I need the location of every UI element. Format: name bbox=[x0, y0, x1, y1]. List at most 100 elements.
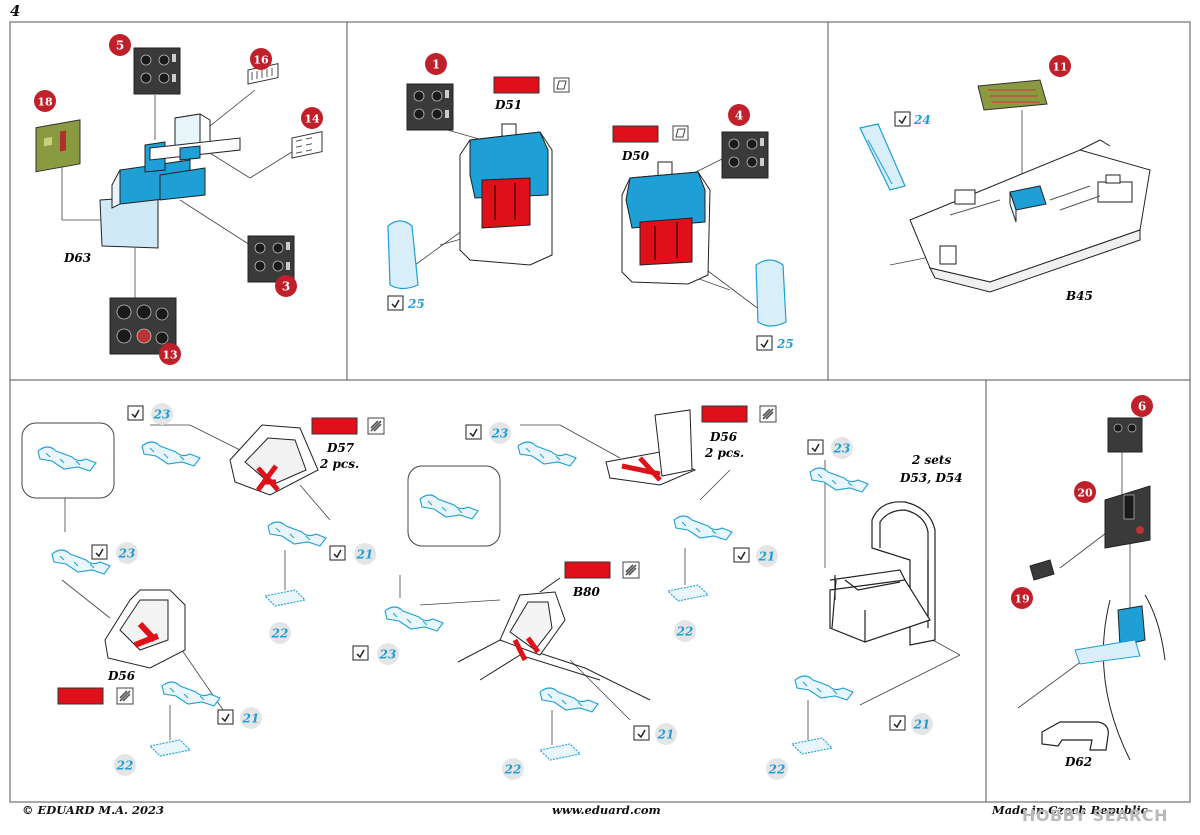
belt-21 bbox=[539, 687, 599, 713]
callout-21-b: 21 bbox=[217, 707, 262, 729]
paint-swatch-d57 bbox=[311, 417, 358, 435]
part-label-d56-left: D56 bbox=[107, 669, 136, 683]
callout-21-c: 21 bbox=[733, 545, 778, 567]
svg-text:1: 1 bbox=[432, 58, 440, 72]
part-label-d57: D57 bbox=[326, 441, 355, 455]
belt-23 bbox=[141, 441, 201, 467]
svg-text:21: 21 bbox=[758, 550, 776, 564]
qty-d56-right: 2 pcs. bbox=[704, 446, 744, 460]
step-badge-5: 5 bbox=[109, 34, 131, 56]
belt-21 bbox=[161, 681, 221, 707]
step-badge-4: 4 bbox=[728, 104, 750, 126]
svg-text:6: 6 bbox=[1138, 400, 1146, 414]
instrument-panel-1 bbox=[406, 83, 454, 131]
callout-25-left: 25 bbox=[407, 297, 425, 311]
svg-text:23: 23 bbox=[118, 547, 136, 561]
footer-website[interactable]: www.eduard.com bbox=[552, 803, 661, 817]
pe-part-19 bbox=[1029, 559, 1055, 581]
part-label-b80: B80 bbox=[572, 585, 600, 599]
pad-22 bbox=[149, 739, 191, 757]
footer-copyright: © EDUARD M.A. 2023 bbox=[22, 803, 165, 817]
belt-21 bbox=[794, 675, 854, 701]
panel-5-side-console: D62 6 20 19 bbox=[1011, 395, 1166, 769]
callout-24: 24 bbox=[913, 113, 931, 127]
panel-frames bbox=[9, 21, 1191, 803]
belt-23 bbox=[384, 606, 444, 632]
instrument-panel-4 bbox=[721, 131, 769, 179]
chair-d53-d54 bbox=[829, 501, 936, 646]
svg-text:13: 13 bbox=[162, 349, 177, 362]
svg-text:3: 3 bbox=[282, 280, 290, 294]
svg-text:19: 19 bbox=[1014, 593, 1029, 606]
svg-text:23: 23 bbox=[491, 427, 509, 441]
panel-4-seats-and-belts: D57 2 pcs. D56 D56 2 pcs. bbox=[21, 403, 963, 780]
part-label-d62: D62 bbox=[1064, 755, 1092, 769]
callout-23-c: 23 bbox=[465, 422, 511, 444]
belt-23 bbox=[809, 467, 869, 493]
part-b45-deck bbox=[909, 139, 1151, 293]
decal-icon-d51 bbox=[553, 77, 570, 93]
part-label-b45: B45 bbox=[1065, 289, 1093, 303]
step-badge-6: 6 bbox=[1131, 395, 1153, 417]
floor-b80 bbox=[457, 577, 651, 701]
pad-22 bbox=[264, 589, 306, 607]
pad-22 bbox=[791, 737, 833, 755]
seat-pan-d57 bbox=[229, 424, 319, 496]
svg-text:23: 23 bbox=[153, 408, 171, 422]
pad-22 bbox=[667, 584, 709, 602]
callout-21-a: 21 bbox=[329, 543, 376, 565]
svg-text:21: 21 bbox=[913, 718, 931, 732]
paint-swatch-b80 bbox=[564, 561, 611, 579]
svg-text:11: 11 bbox=[1052, 61, 1067, 74]
svg-text:5: 5 bbox=[116, 39, 124, 53]
svg-text:22: 22 bbox=[676, 625, 694, 639]
pe-fret-11 bbox=[977, 79, 1048, 111]
paint-swatch-d50 bbox=[612, 125, 659, 143]
seat-d56-right bbox=[605, 409, 697, 486]
svg-text:23: 23 bbox=[379, 648, 397, 662]
callout-22-c: 22 bbox=[674, 620, 696, 642]
svg-text:4: 4 bbox=[735, 109, 743, 123]
decal-icon-d50 bbox=[672, 125, 689, 141]
page-number: 4 bbox=[10, 2, 21, 20]
brush-icon bbox=[622, 561, 640, 579]
step-badge-3: 3 bbox=[275, 275, 297, 297]
panel-3-rear-deck: 24 B45 11 bbox=[859, 55, 1151, 303]
pe-panel-20 bbox=[1104, 485, 1151, 549]
panel-2-seat-backs: D51 25 1 D50 25 4 bbox=[387, 53, 794, 351]
brush-icon bbox=[116, 687, 134, 705]
callout-25-right: 25 bbox=[776, 337, 794, 351]
pe-panel-6 bbox=[1107, 417, 1143, 453]
svg-text:22: 22 bbox=[768, 763, 786, 777]
panel-1-instrument-panel: D63 5 16 18 14 3 13 bbox=[34, 34, 323, 365]
svg-text:20: 20 bbox=[1077, 487, 1093, 500]
svg-text:22: 22 bbox=[271, 627, 289, 641]
step-badge-1: 1 bbox=[425, 53, 447, 75]
qty-d57: 2 pcs. bbox=[319, 457, 359, 471]
svg-text:21: 21 bbox=[356, 548, 374, 562]
paint-swatch-d56-right bbox=[701, 405, 748, 423]
svg-text:22: 22 bbox=[116, 759, 134, 773]
pad-22 bbox=[539, 743, 581, 761]
callout-23-b: 23 bbox=[91, 542, 138, 564]
belt-21 bbox=[673, 515, 733, 541]
step-badge-14: 14 bbox=[301, 107, 323, 129]
callout-22-d: 22 bbox=[502, 758, 524, 780]
step-badge-13: 13 bbox=[159, 343, 181, 365]
check-icon bbox=[756, 335, 773, 351]
check-icon bbox=[894, 111, 911, 127]
part-label-d63: D63 bbox=[63, 251, 91, 265]
paint-swatch-d51 bbox=[493, 76, 540, 94]
watermark: HOBBY SEARCH bbox=[1022, 806, 1168, 825]
step-badge-18: 18 bbox=[34, 90, 56, 112]
step-badge-16: 16 bbox=[250, 48, 272, 70]
clear-part-24 bbox=[859, 123, 906, 191]
seat-cushion-right bbox=[755, 259, 787, 327]
brush-icon bbox=[367, 417, 385, 435]
step-badge-11: 11 bbox=[1049, 55, 1071, 77]
callout-23-a: 23 bbox=[127, 403, 173, 425]
footer-made-in: Made in Czech Republic bbox=[992, 803, 1148, 817]
paint-swatch-d56-left bbox=[57, 687, 104, 705]
seat-back-d51 bbox=[459, 123, 553, 266]
